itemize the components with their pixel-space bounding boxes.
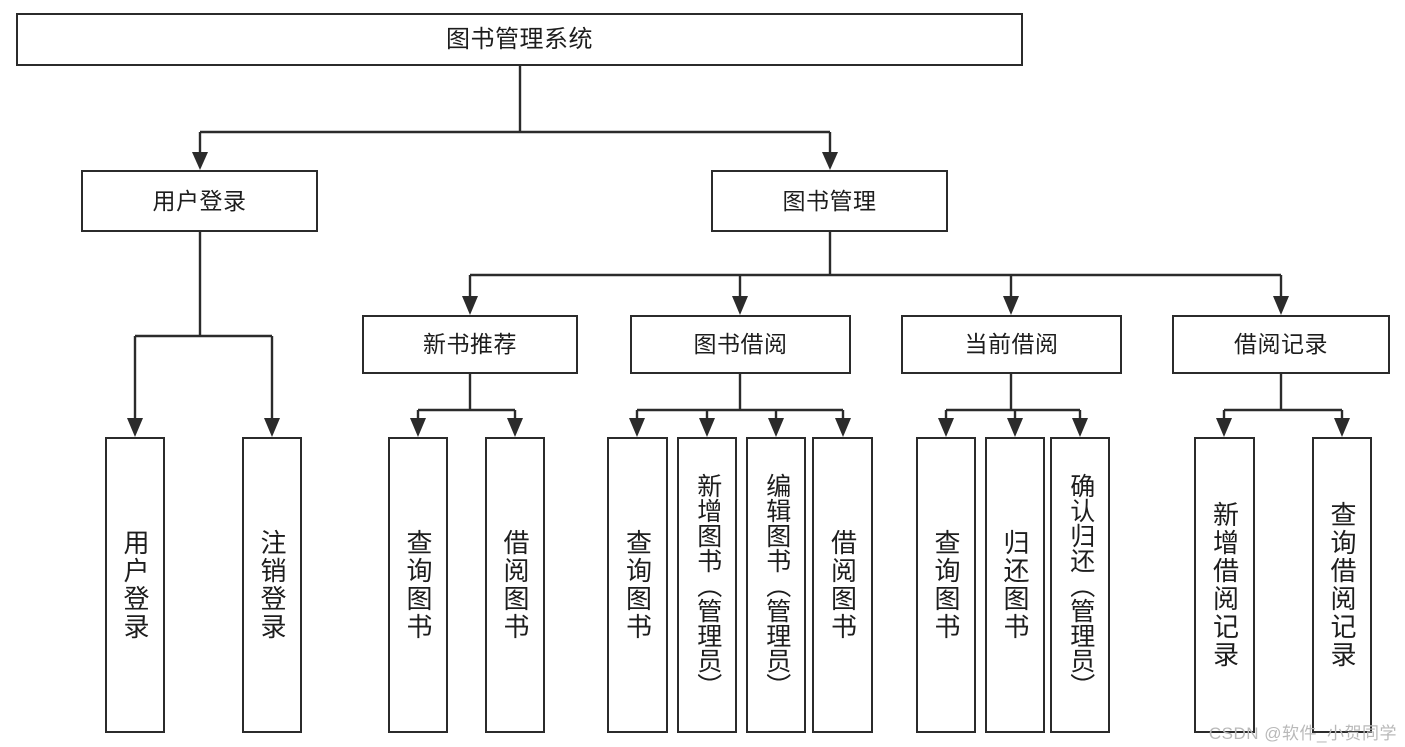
node-label: 图书借阅 [693,331,788,358]
node-root-system[interactable]: 图书管理系统 [16,13,1023,66]
node-current-borrow[interactable]: 当前借阅 [901,315,1122,374]
node-label: 用户登录 [120,529,151,641]
node-label: 查询图书 [931,529,962,641]
node-label: 借阅记录 [1234,331,1328,358]
leaf-logout[interactable]: 注销登录 [242,437,302,733]
node-book-borrow[interactable]: 图书借阅 [630,315,851,374]
leaf-borrow-book[interactable]: 借阅图书 [812,437,873,733]
node-label: 编辑图书（管理员） [762,472,791,698]
node-borrow-records[interactable]: 借阅记录 [1172,315,1390,374]
leaf-add-borrow-record[interactable]: 新增借阅记录 [1194,437,1255,733]
node-book-management[interactable]: 图书管理 [711,170,948,232]
leaf-add-book-admin[interactable]: 新增图书（管理员） [677,437,737,733]
leaf-borrow-book-recommend[interactable]: 借阅图书 [485,437,545,733]
node-label: 查询图书 [403,529,434,641]
leaf-confirm-return-admin[interactable]: 确认归还（管理员） [1050,437,1110,733]
node-label: 新书推荐 [423,331,517,358]
node-label: 图书管理 [782,187,877,214]
leaf-query-borrow-record[interactable]: 查询借阅记录 [1312,437,1372,733]
leaf-edit-book-admin[interactable]: 编辑图书（管理员） [746,437,806,733]
node-label: 用户登录 [152,187,247,214]
node-label: 图书管理系统 [446,25,593,53]
leaf-query-book-current[interactable]: 查询图书 [916,437,976,733]
node-label: 当前借阅 [964,331,1059,358]
node-label: 新增借阅记录 [1209,501,1240,669]
node-user-login[interactable]: 用户登录 [81,170,318,232]
node-label: 借阅图书 [827,529,858,641]
leaf-query-book-recommend[interactable]: 查询图书 [388,437,448,733]
node-label: 新增图书（管理员） [693,472,722,698]
node-label: 确认归还（管理员） [1066,472,1095,698]
leaf-query-book-borrow[interactable]: 查询图书 [607,437,668,733]
leaf-return-book[interactable]: 归还图书 [985,437,1045,733]
node-label: 借阅图书 [500,529,531,641]
node-label: 注销登录 [257,529,288,641]
watermark: CSDN @软件_小贺同学 [1208,724,1397,743]
node-label: 查询借阅记录 [1327,501,1358,669]
node-label: 归还图书 [1000,529,1031,641]
node-label: 查询图书 [622,529,653,641]
leaf-user-login[interactable]: 用户登录 [105,437,165,733]
node-new-book-recommend[interactable]: 新书推荐 [362,315,578,374]
